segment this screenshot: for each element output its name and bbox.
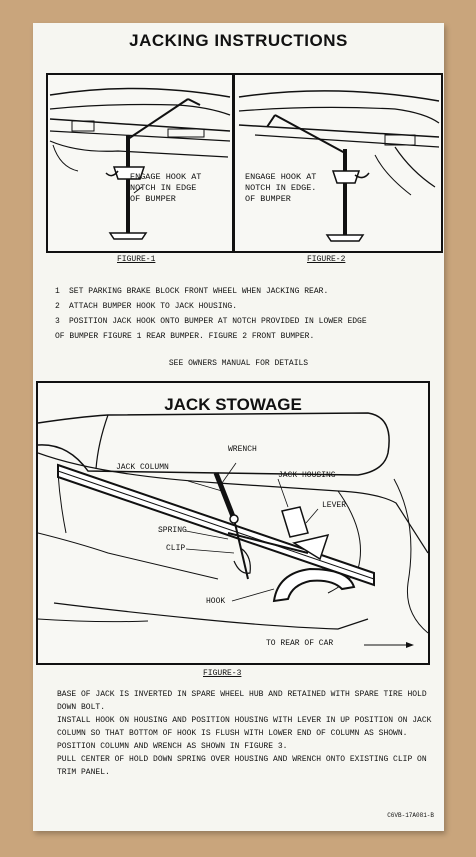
callout-wrench: WRENCH bbox=[228, 445, 257, 454]
note-1: BASE OF JACK IS INVERTED IN SPARE WHEEL … bbox=[57, 690, 427, 712]
step-3-continued: OF BUMPER FIGURE 1 REAR BUMPER. FIGURE 2… bbox=[55, 329, 435, 344]
figure-3-drawing bbox=[38, 412, 428, 648]
note-4: PULL CENTER OF HOLD DOWN SPRING OVER HOU… bbox=[57, 755, 427, 777]
note-3: POSITION COLUMN AND WRENCH AS SHOWN IN F… bbox=[57, 742, 288, 751]
page-title: JACKING INSTRUCTIONS bbox=[129, 31, 348, 50]
steps-list: 1 SET PARKING BRAKE BLOCK FRONT WHEEL WH… bbox=[55, 284, 435, 344]
step-text: POSITION JACK HOOK ONTO BUMPER AT NOTCH … bbox=[69, 317, 367, 326]
figure-2-drawing bbox=[238, 90, 440, 242]
figure-3-label: FIGURE-3 bbox=[203, 669, 242, 678]
figure-2-label: FIGURE-2 bbox=[307, 255, 346, 264]
callout-spring: SPRING bbox=[158, 526, 187, 535]
step-number: 2 bbox=[55, 302, 60, 311]
figure-2-note: ENGAGE HOOK AT NOTCH IN EDGE. OF BUMPER bbox=[245, 172, 317, 204]
figure-1-panel: ENGAGE HOOK AT NOTCH IN EDGE OF BUMPER bbox=[46, 73, 234, 253]
see-owners-manual: SEE OWNERS MANUAL FOR DETAILS bbox=[168, 359, 309, 368]
step-1: 1 SET PARKING BRAKE BLOCK FRONT WHEEL WH… bbox=[55, 284, 435, 299]
figure-1-drawing bbox=[49, 87, 231, 240]
part-number: C6VB-17A081-B bbox=[387, 812, 434, 819]
step-text: SET PARKING BRAKE BLOCK FRONT WHEEL WHEN… bbox=[69, 287, 329, 296]
stowage-title: JACK STOWAGE bbox=[164, 395, 302, 414]
callout-hook: HOOK bbox=[206, 597, 226, 606]
callout-clip: CLIP bbox=[166, 544, 186, 553]
step-number: 1 bbox=[55, 287, 60, 296]
step-3: 3 POSITION JACK HOOK ONTO BUMPER AT NOTC… bbox=[55, 314, 435, 329]
note-2: INSTALL HOOK ON HOUSING AND POSITION HOU… bbox=[57, 716, 432, 738]
figure-1-note: ENGAGE HOOK AT NOTCH IN EDGE OF BUMPER bbox=[130, 172, 202, 204]
step-text: ATTACH BUMPER HOOK TO JACK HOUSING. bbox=[69, 302, 238, 311]
instruction-decal: JACKING INSTRUCTIONS ENGAGE HOOK AT NOTC… bbox=[33, 23, 444, 831]
callout-jack-housing: JACK HOUSING bbox=[278, 471, 336, 480]
step-text: OF BUMPER FIGURE 1 REAR BUMPER. FIGURE 2… bbox=[55, 332, 315, 341]
callout-to-rear: TO REAR OF CAR bbox=[266, 639, 334, 648]
figure-2-panel: ENGAGE HOOK AT NOTCH IN EDGE. OF BUMPER bbox=[233, 73, 443, 253]
step-2: 2 ATTACH BUMPER HOOK TO JACK HOUSING. bbox=[55, 299, 435, 314]
figure-1-label: FIGURE-1 bbox=[117, 255, 156, 264]
stowage-notes: BASE OF JACK IS INVERTED IN SPARE WHEEL … bbox=[57, 688, 437, 779]
callout-jack-column: JACK COLUMN bbox=[116, 463, 169, 472]
figure-3-panel: JACK STOWAGE bbox=[36, 381, 430, 665]
callout-lever: LEVER bbox=[322, 501, 347, 510]
step-number: 3 bbox=[55, 317, 60, 326]
